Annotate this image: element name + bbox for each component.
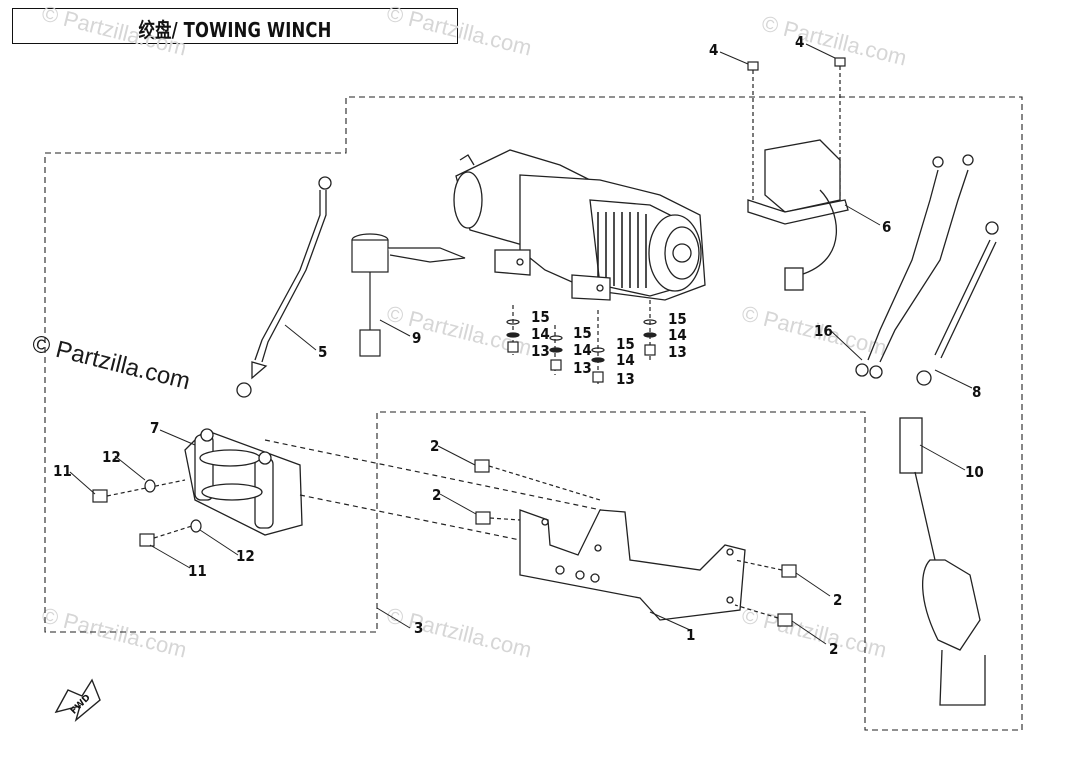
callout-13: 13 (573, 359, 592, 377)
callout-11: 11 (53, 462, 72, 480)
cable-16 (855, 154, 974, 379)
fairlead-roller (184, 428, 303, 536)
callout-8: 8 (972, 383, 981, 401)
callout-15: 15 (573, 324, 592, 342)
callout-15: 15 (531, 308, 550, 326)
callout-15: 15 (616, 335, 635, 353)
bracket-bolts-2 (474, 459, 797, 627)
cable-8 (916, 221, 999, 386)
callout-5: 5 (318, 343, 327, 361)
leader-lines (69, 43, 973, 645)
callout-11: 11 (188, 562, 207, 580)
callout-7: 7 (150, 419, 159, 437)
callout-13: 13 (616, 370, 635, 388)
callout-16: 16 (814, 322, 833, 340)
callout-6: 6 (882, 218, 891, 236)
callout-3: 3 (414, 619, 423, 637)
winch-motor (453, 149, 706, 301)
callout-2: 2 (833, 591, 842, 609)
diagram-title: 绞盘/ TOWING WINCH (138, 18, 332, 42)
contactor (747, 139, 849, 291)
cable-5 (236, 176, 332, 398)
callout-4: 4 (795, 33, 804, 51)
callout-4: 4 (709, 41, 718, 59)
remote-control (899, 417, 986, 706)
callout-14: 14 (616, 351, 635, 369)
winch-fasteners (506, 300, 657, 385)
callout-2: 2 (432, 486, 441, 504)
mount-bracket (519, 509, 746, 621)
group-outline-main (44, 96, 1023, 731)
title-box: 绞盘/ TOWING WINCH (12, 8, 458, 44)
bolt-4 (747, 57, 846, 200)
callout-15: 15 (668, 310, 687, 328)
callout-13: 13 (668, 343, 687, 361)
callout-9: 9 (412, 329, 421, 347)
callout-10: 10 (965, 463, 984, 481)
callout-1: 1 (686, 626, 695, 644)
callout-2: 2 (829, 640, 838, 658)
callout-2: 2 (430, 437, 439, 455)
roller-fasteners (92, 439, 626, 547)
callout-12: 12 (102, 448, 121, 466)
dash-switch (351, 233, 466, 357)
callout-12: 12 (236, 547, 255, 565)
callout-14: 14 (573, 341, 592, 359)
callout-14: 14 (531, 325, 550, 343)
callout-14: 14 (668, 326, 687, 344)
fwd-arrow (54, 678, 101, 722)
callout-13: 13 (531, 342, 550, 360)
